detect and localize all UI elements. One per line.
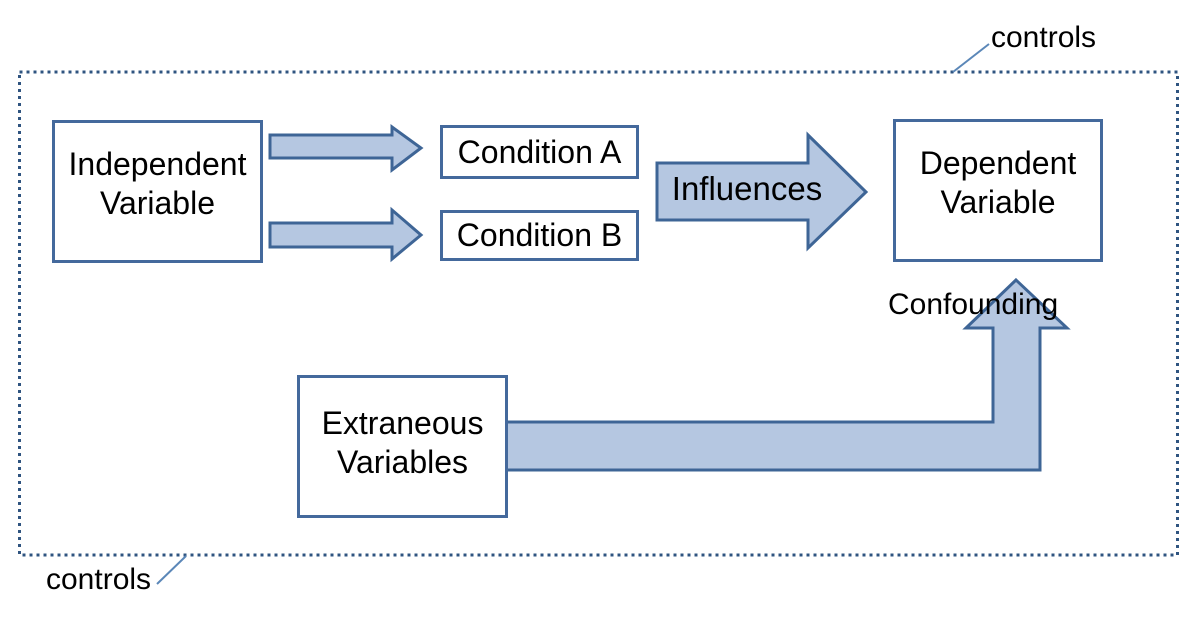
influences-arrow-icon — [655, 131, 869, 252]
influences-arrow-label: Influences — [671, 170, 823, 207]
controls-boundary-dotted-border — [18, 70, 1179, 557]
dependent-variable-box: Dependent Variable — [893, 119, 1103, 262]
extraneous-variables-box: Extraneous Variables — [297, 375, 508, 518]
confounding-arrow-label: Confounding — [888, 288, 1059, 321]
arrow-independent-to-condition-b-icon — [268, 206, 424, 263]
independent-variable-box: Independent Variable — [52, 120, 263, 263]
controls-leader-line-bottom — [156, 555, 187, 585]
condition-a-box: Condition A — [440, 125, 639, 179]
controls-annotation-bottom: controls — [46, 563, 152, 596]
confounding-elbow-arrow-icon — [503, 277, 1071, 472]
controls-annotation-top: controls — [991, 21, 1097, 54]
controls-leader-line-top — [952, 43, 990, 73]
condition-b-box: Condition B — [440, 210, 639, 261]
arrow-independent-to-condition-a-icon — [268, 124, 424, 174]
